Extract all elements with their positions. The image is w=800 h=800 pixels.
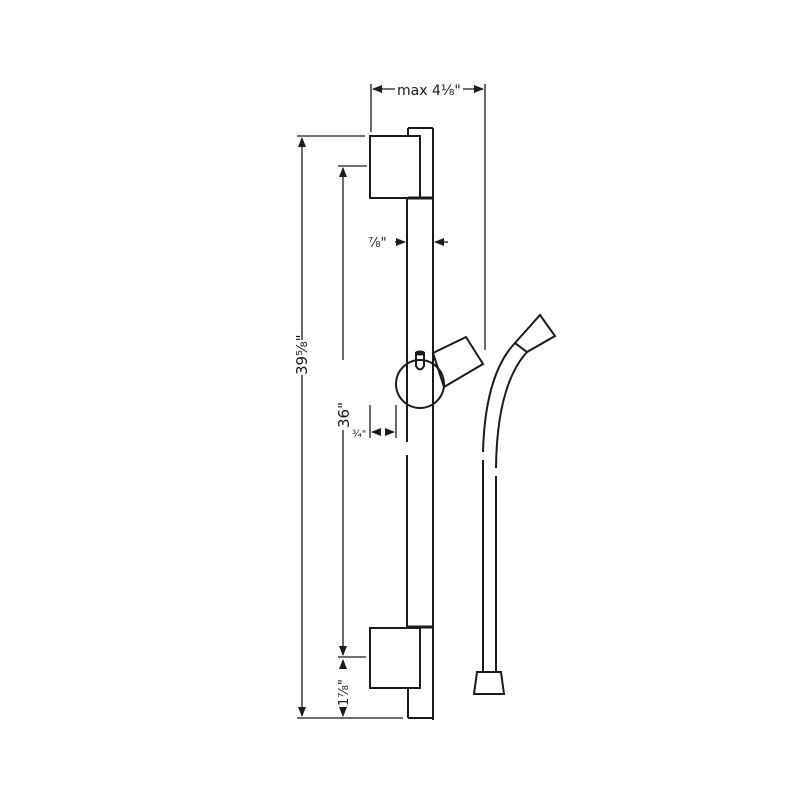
slide-bar — [406, 198, 434, 627]
bottom-offset-label: 1⅞" — [337, 679, 352, 706]
dim-max-width — [370, 84, 486, 350]
dim-wall-offset — [369, 405, 397, 438]
mount-spacing-label: 36" — [335, 402, 353, 428]
top-wall-mount — [369, 135, 421, 199]
total-height-label: 39⅝" — [293, 334, 311, 375]
dim-mount-spacing — [338, 165, 367, 658]
shower-hose — [472, 313, 557, 695]
bar-diameter-label: ⅞" — [368, 236, 387, 251]
slider-handle — [395, 335, 485, 409]
max-width-label: max 4⅛" — [397, 83, 461, 99]
dim-total-height — [297, 135, 403, 719]
bottom-wall-mount — [369, 627, 421, 689]
wall-offset-label: ¾" — [352, 429, 366, 440]
